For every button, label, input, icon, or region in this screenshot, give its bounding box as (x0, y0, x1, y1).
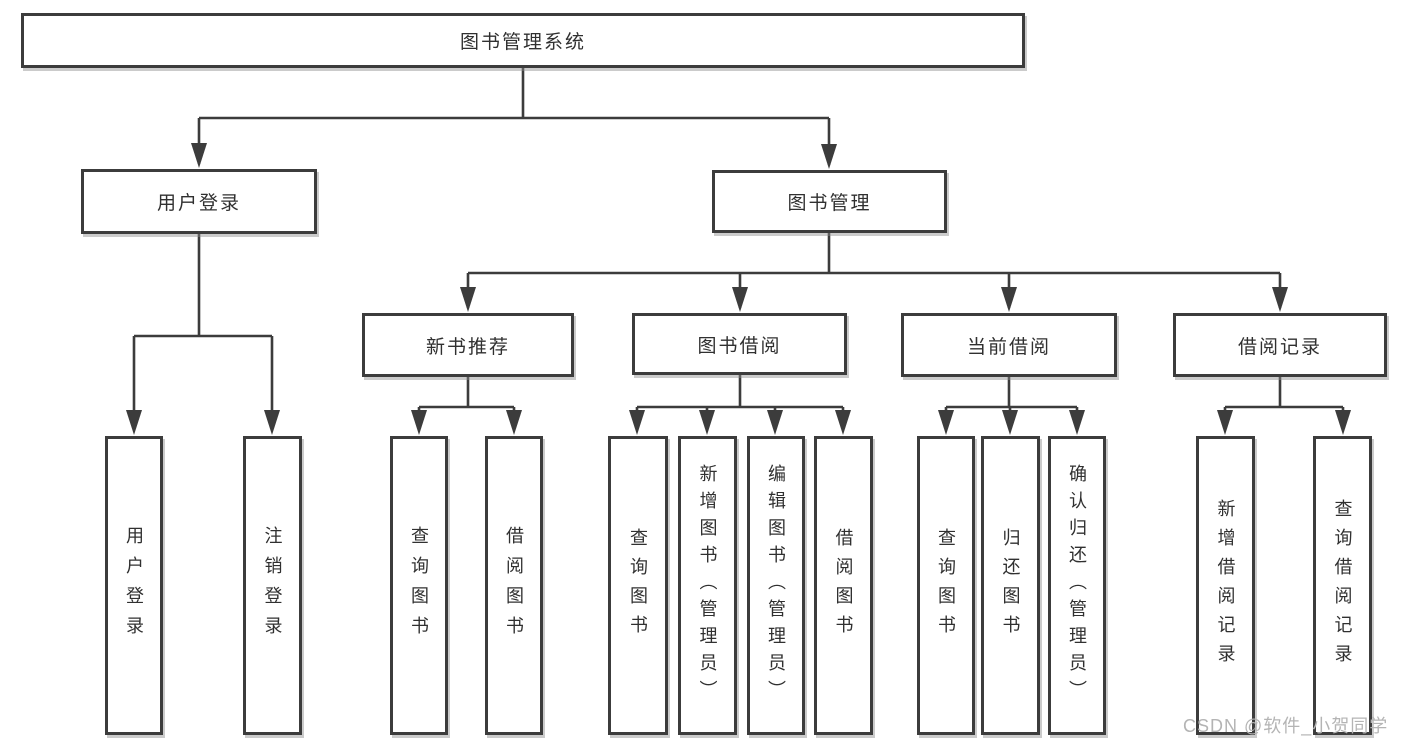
leaf-query-books-borrow: 查询图书 (608, 436, 668, 735)
leaf-query-books-current: 查询图书 (917, 436, 975, 735)
connector-user-login-to-leaves (126, 234, 280, 435)
node-new-book-recommendation: 新书推荐 (362, 313, 574, 377)
leaf-edit-books-admin: 编辑图书（管理员） (747, 436, 805, 735)
leaf-query-books-recommend: 查询图书 (390, 436, 448, 735)
connector-new-book-to-leaves (411, 377, 522, 435)
node-book-borrowing: 图书借阅 (632, 313, 847, 375)
connector-book-borrow-to-leaves (629, 375, 851, 435)
connector-borrow-records-to-leaves (1217, 377, 1351, 435)
leaf-query-borrow-record: 查询借阅记录 (1313, 436, 1372, 735)
node-user-login-branch: 用户登录 (81, 169, 317, 234)
node-borrowing-records: 借阅记录 (1173, 313, 1387, 377)
leaf-return-books: 归还图书 (981, 436, 1040, 735)
node-current-borrowing: 当前借阅 (901, 313, 1117, 377)
node-book-management-system: 图书管理系统 (21, 13, 1025, 68)
node-book-management-branch: 图书管理 (712, 170, 947, 233)
leaf-add-books-admin: 新增图书（管理员） (678, 436, 737, 735)
leaf-logout: 注销登录 (243, 436, 302, 735)
leaf-add-borrow-record: 新增借阅记录 (1196, 436, 1255, 735)
connector-book-mgmt-to-modules (460, 233, 1288, 312)
leaf-confirm-return-admin: 确认归还（管理员） (1048, 436, 1106, 735)
connector-current-borrow-to-leaves (938, 377, 1085, 435)
leaf-borrow-books-recommend: 借阅图书 (485, 436, 543, 735)
csdn-watermark: CSDN @软件_小贺同学 (1183, 716, 1389, 736)
connector-root-to-branches (191, 68, 837, 169)
leaf-borrow-books: 借阅图书 (814, 436, 873, 735)
leaf-user-login: 用户登录 (105, 436, 163, 735)
